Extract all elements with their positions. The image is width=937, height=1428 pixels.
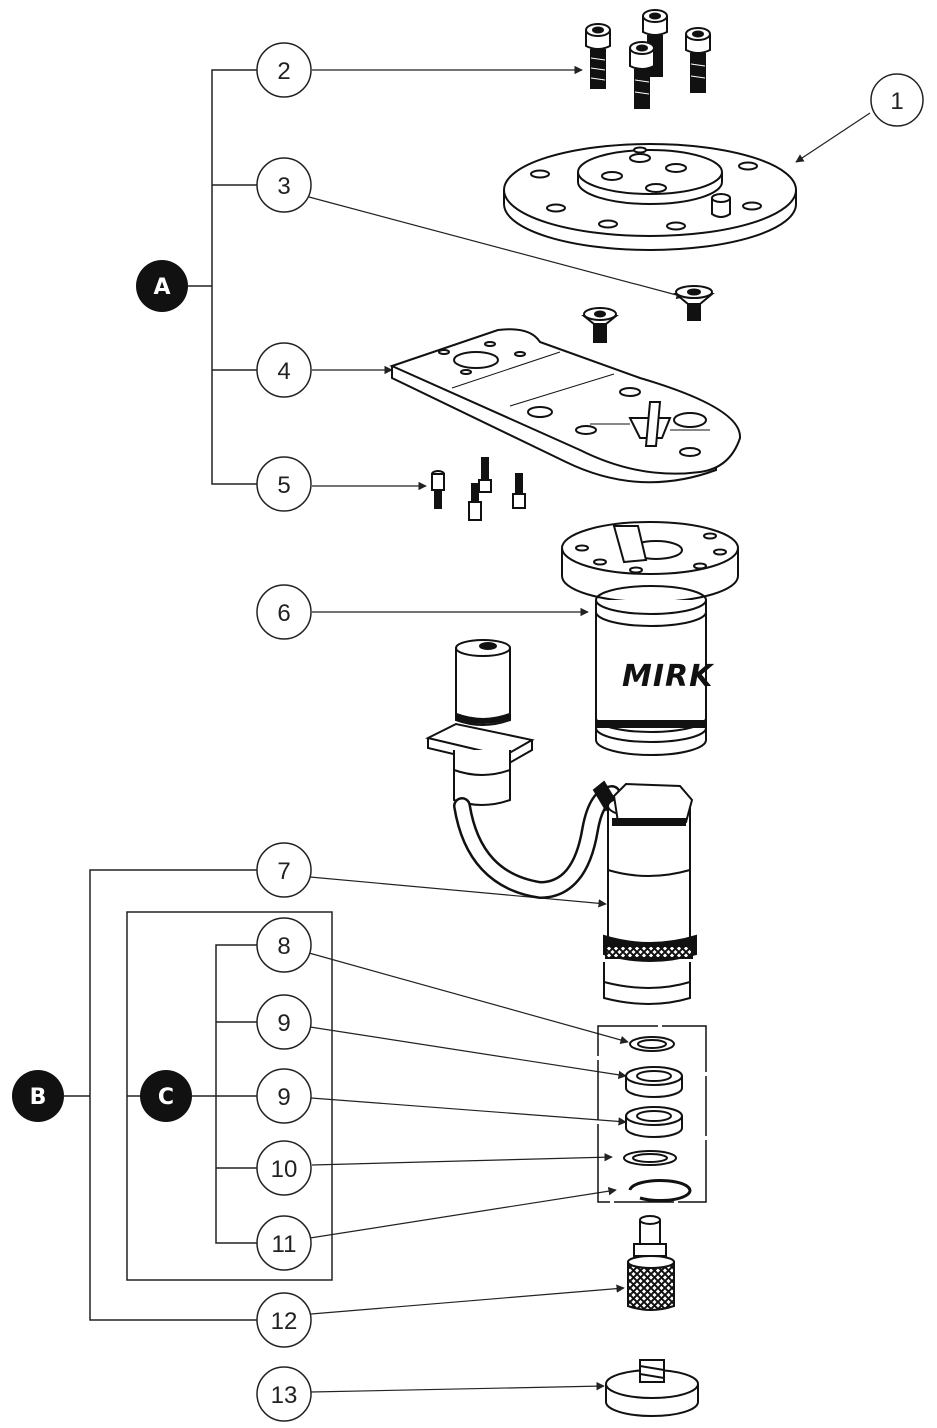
leader-7 (309, 876, 607, 908)
leader-lines (308, 65, 871, 1393)
callout-1-label: 1 (890, 88, 903, 115)
part-3-countersunk-screws (581, 285, 715, 343)
group-a-label: A (153, 275, 170, 300)
leader-11 (309, 1187, 617, 1239)
callout-6-label: 6 (277, 600, 290, 627)
callout-5: 5 (256, 456, 312, 512)
group-a-badge: A (136, 260, 188, 312)
leader-8 (308, 952, 629, 1045)
part-4-adapter-plate (389, 328, 742, 484)
leader-10 (311, 1153, 613, 1166)
group-c-badge: C (140, 1070, 192, 1122)
part-12-knurled-shaft (627, 1215, 675, 1311)
callout-7: 7 (256, 842, 312, 898)
callout-4: 4 (256, 342, 312, 398)
callout-3-label: 3 (277, 173, 290, 200)
group-a-bracket (186, 69, 258, 485)
group-b-bracket (64, 869, 258, 1321)
callout-10: 10 (256, 1140, 312, 1196)
part-13-base-puck (605, 1359, 699, 1417)
part-9-bearing-upper (625, 1066, 683, 1098)
part-1-flange-plate (503, 143, 797, 251)
callout-8: 8 (256, 917, 312, 973)
group-b-label: B (30, 1085, 47, 1110)
brand-text: MIRK (622, 659, 715, 694)
part-5-small-screws (431, 457, 526, 521)
part-9-bearing-lower (625, 1106, 683, 1138)
leader-1 (795, 112, 871, 163)
callout-1: 1 (870, 73, 924, 127)
callout-9-lower-label: 9 (277, 1084, 290, 1111)
bearing-stack-frame (597, 1025, 707, 1203)
part-11-circlip (628, 1179, 692, 1203)
group-c-label: C (158, 1085, 174, 1110)
callout-9-lower: 9 (256, 1068, 312, 1124)
callout-13-label: 13 (271, 1382, 298, 1409)
leader-12 (310, 1284, 625, 1315)
callout-2: 2 (256, 42, 312, 98)
callout-8-label: 8 (277, 933, 290, 960)
callout-12-label: 12 (271, 1308, 298, 1335)
callout-2-label: 2 (277, 58, 290, 85)
callout-11-label: 11 (272, 1231, 297, 1258)
group-c-bracket (127, 944, 258, 1244)
callout-12: 12 (256, 1292, 312, 1348)
part-8-small-ring (629, 1036, 675, 1052)
leader-9b (310, 1097, 627, 1126)
leader-13 (310, 1381, 605, 1393)
callout-7-label: 7 (277, 858, 290, 885)
callout-3: 3 (256, 157, 312, 213)
callout-10-label: 10 (271, 1156, 298, 1183)
leader-9a (309, 1026, 627, 1079)
callout-6: 6 (256, 584, 312, 640)
callout-9-upper: 9 (256, 994, 312, 1050)
callout-11: 11 (256, 1215, 312, 1271)
part-2-cap-screws (585, 9, 711, 109)
leader-3 (308, 196, 685, 300)
callout-5-label: 5 (277, 472, 290, 499)
part-7-motor-assembly (425, 639, 697, 1005)
part-10-washer (623, 1150, 677, 1166)
callout-4-label: 4 (277, 358, 290, 385)
part-6-hub-body: MIRK (561, 521, 739, 756)
group-b-badge: B (12, 1070, 64, 1122)
callout-9-upper-label: 9 (277, 1010, 290, 1037)
callout-13: 13 (256, 1366, 312, 1422)
